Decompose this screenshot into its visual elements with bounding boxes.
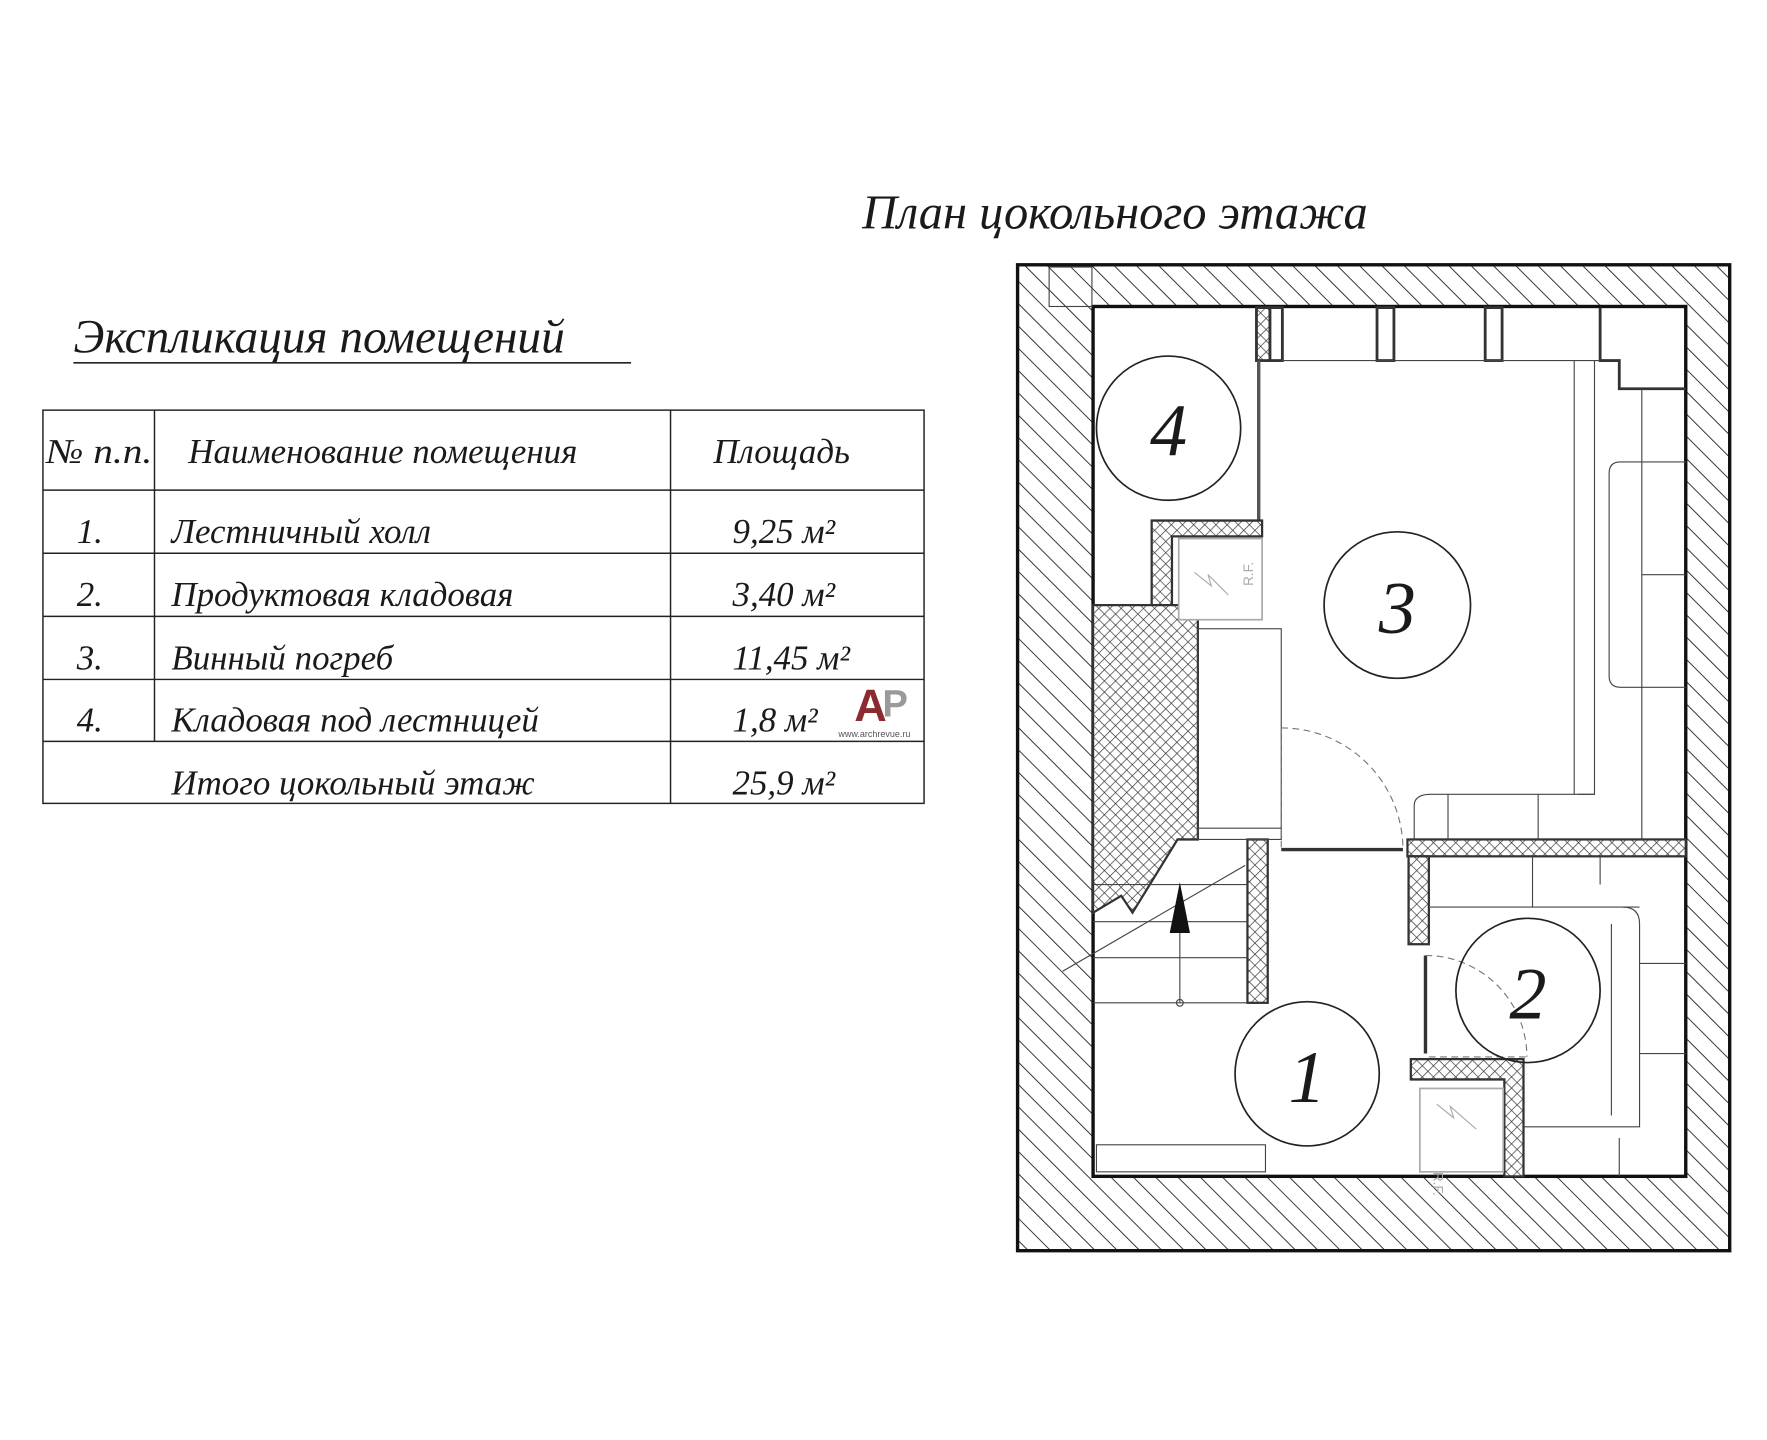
room-number: 3 (1378, 568, 1416, 650)
room-marker-1[interactable]: 1 (1234, 1000, 1381, 1147)
watermark-p: P (882, 683, 908, 726)
total-area: 25,9 м² (733, 763, 836, 802)
partitions (1091, 519, 1687, 1178)
table-row: 4. Кладовая под лестницей 1,8 м² (77, 700, 818, 739)
room-marker-3[interactable]: 3 (1323, 530, 1472, 680)
table-row: 1. Лестничный холл 9,25 м² (77, 512, 836, 551)
row-number: 2. (77, 575, 103, 614)
table-row: 3. Винный погреб 11,45 м² (76, 638, 851, 677)
window-niches (1255, 306, 1686, 391)
bench (1095, 1144, 1267, 1173)
explication-table (42, 409, 925, 805)
corner-column (1048, 266, 1093, 308)
table-total-row: Итого цокольный этаж 25,9 м² (170, 763, 835, 802)
explication: Экспликация помещений № п.п. Наименовани… (42, 312, 925, 805)
shelving (1413, 360, 1686, 1177)
fridge: R.F. (1177, 537, 1263, 621)
table-row: 2. Продуктовая кладовая 3,40 м² (77, 575, 836, 614)
door-pantry[interactable] (1423, 954, 1528, 1058)
row-number: 1. (77, 512, 103, 551)
total-label: Итого цокольный этаж (170, 763, 534, 802)
watermark-url: www.archrevue.ru (837, 729, 910, 739)
fridge-label: R.F. (1241, 562, 1256, 586)
header-area: Площадь (712, 432, 850, 471)
room-marker-4[interactable]: 4 (1095, 355, 1242, 502)
row-area: 11,45 м² (733, 638, 851, 677)
row-name: Продуктовая кладовая (170, 575, 513, 614)
stair-direction-arrow-icon (1169, 882, 1190, 933)
row-number: 3. (76, 638, 103, 677)
room-number: 1 (1289, 1037, 1326, 1119)
row-name: Лестничный холл (170, 512, 431, 551)
fridge: R.F. (1418, 1087, 1505, 1196)
row-name: Винный погреб (171, 638, 394, 677)
header-name: Наименование помещения (187, 432, 577, 471)
room-number: 2 (1509, 954, 1546, 1036)
row-area: 9,25 м² (733, 512, 836, 551)
row-number: 4. (77, 700, 103, 739)
fridge-label: R.F. (1430, 1172, 1445, 1196)
row-area: 3,40 м² (732, 575, 836, 614)
door-wine-cellar[interactable] (1280, 727, 1404, 852)
room-marker-2[interactable]: 2 (1455, 917, 1601, 1064)
explication-title: Экспликация помещений (73, 312, 565, 364)
watermark-a: A (854, 680, 887, 731)
floor-plan: R.F. R.F. 4 3 2 1 (1015, 263, 1732, 1253)
room-number: 4 (1150, 390, 1187, 472)
plan-title: План цокольного этажа (861, 187, 1368, 240)
row-name: Кладовая под лестницей (170, 700, 539, 739)
header-number: № п.п. (45, 432, 152, 471)
row-area: 1,8 м² (733, 700, 819, 739)
watermark-logo: A P www.archrevue.ru (837, 680, 910, 739)
